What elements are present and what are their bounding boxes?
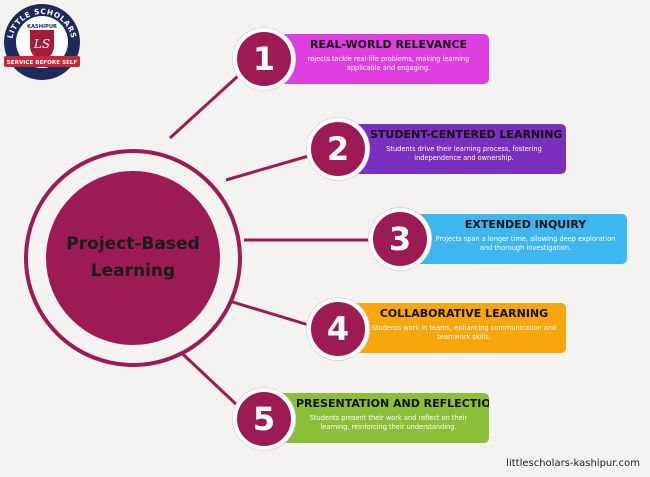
item-3-title: EXTENDED INQUIRY (464, 218, 587, 231)
item-5-title: PRESENTATION AND REFLECTION (296, 397, 489, 410)
logo-ribbon (4, 56, 80, 67)
connector-1 (168, 74, 240, 140)
central-title-line1: Project-Based (66, 234, 200, 254)
item-2-card: STUDENT-CENTERED LEARNING Students drive… (336, 124, 566, 174)
logo-mid-text: KASHIPUR (27, 24, 57, 30)
item-5-number: 5 (233, 388, 295, 450)
logo-monogram: LS (33, 37, 50, 51)
school-logo: LITTLE SCHOLARS LS KASHIPUR SERVICE BEFO… (0, 0, 84, 84)
item-3-card: EXTENDED INQUIRY Projects span a longer … (398, 214, 627, 264)
item-1-card: REAL-WORLD RELEVANCE rojects tackle real… (262, 34, 489, 84)
item-5-card: PRESENTATION AND REFLECTION Students pre… (262, 393, 489, 443)
footer-site-url[interactable]: littlescholars-kashipur.com (506, 458, 640, 469)
item-3-description: Projects span a longer time, allowing de… (435, 235, 616, 252)
item-4-title: COLLABORATIVE LEARNING (379, 307, 549, 320)
item-4-number: 4 (307, 298, 369, 360)
item-5-description: Students present their work and reflect … (309, 414, 468, 431)
connector-4 (225, 298, 313, 328)
central-title-line2: Learning (90, 261, 176, 281)
logo-ribbon-text: SERVICE BEFORE SELF (7, 60, 78, 66)
item-2-description: Students drive their learning process, f… (386, 145, 542, 162)
item-4-description: Students work in teams, enhancing commun… (371, 324, 557, 341)
central-title: Project-Based Learning (58, 231, 208, 285)
item-2-title: STUDENT-CENTERED LEARNING (370, 128, 563, 141)
central-circle: Project-Based Learning (24, 149, 242, 367)
central-circle-fill: Project-Based Learning (46, 171, 220, 345)
connector-2 (225, 153, 313, 182)
item-2-number: 2 (307, 118, 369, 180)
item-1-description: rojects tackle real-life problems, makin… (307, 55, 470, 72)
item-1-number: 1 (233, 28, 295, 90)
item-4-card: COLLABORATIVE LEARNING Students work in … (336, 303, 566, 353)
logo-shield (30, 30, 54, 62)
item-3-number: 3 (369, 208, 431, 270)
item-1-title: REAL-WORLD RELEVANCE (309, 38, 468, 51)
